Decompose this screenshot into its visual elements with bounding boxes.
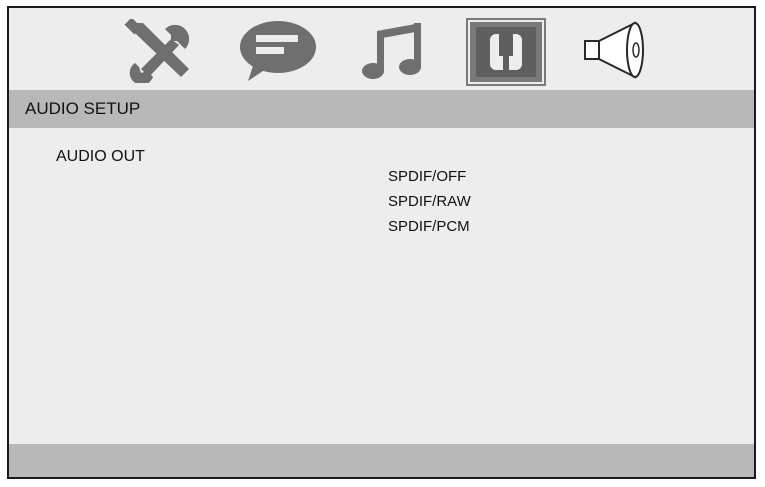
menu-tab-bar xyxy=(9,8,754,90)
speech-bubble-icon[interactable] xyxy=(236,19,320,83)
audio-out-setting[interactable]: AUDIO OUT xyxy=(56,148,145,165)
section-header: AUDIO SETUP xyxy=(9,90,754,128)
page-title: AUDIO SETUP xyxy=(25,99,141,118)
speaker-icon[interactable] xyxy=(581,19,657,83)
music-note-icon[interactable] xyxy=(361,19,427,83)
audio-out-options: SPDIF/OFF SPDIF/RAW SPDIF/PCM xyxy=(388,164,471,239)
footer-bar xyxy=(9,444,754,477)
audio-plug-icon[interactable] xyxy=(466,18,546,86)
option-spdif-off[interactable]: SPDIF/OFF xyxy=(388,168,467,185)
osd-screen: AUDIO SETUP AUDIO OUT SPDIF/OFF SPDIF/RA… xyxy=(7,6,756,479)
wrench-screwdriver-icon[interactable] xyxy=(121,19,201,83)
option-spdif-raw[interactable]: SPDIF/RAW xyxy=(388,193,471,210)
option-spdif-pcm[interactable]: SPDIF/PCM xyxy=(388,218,470,235)
